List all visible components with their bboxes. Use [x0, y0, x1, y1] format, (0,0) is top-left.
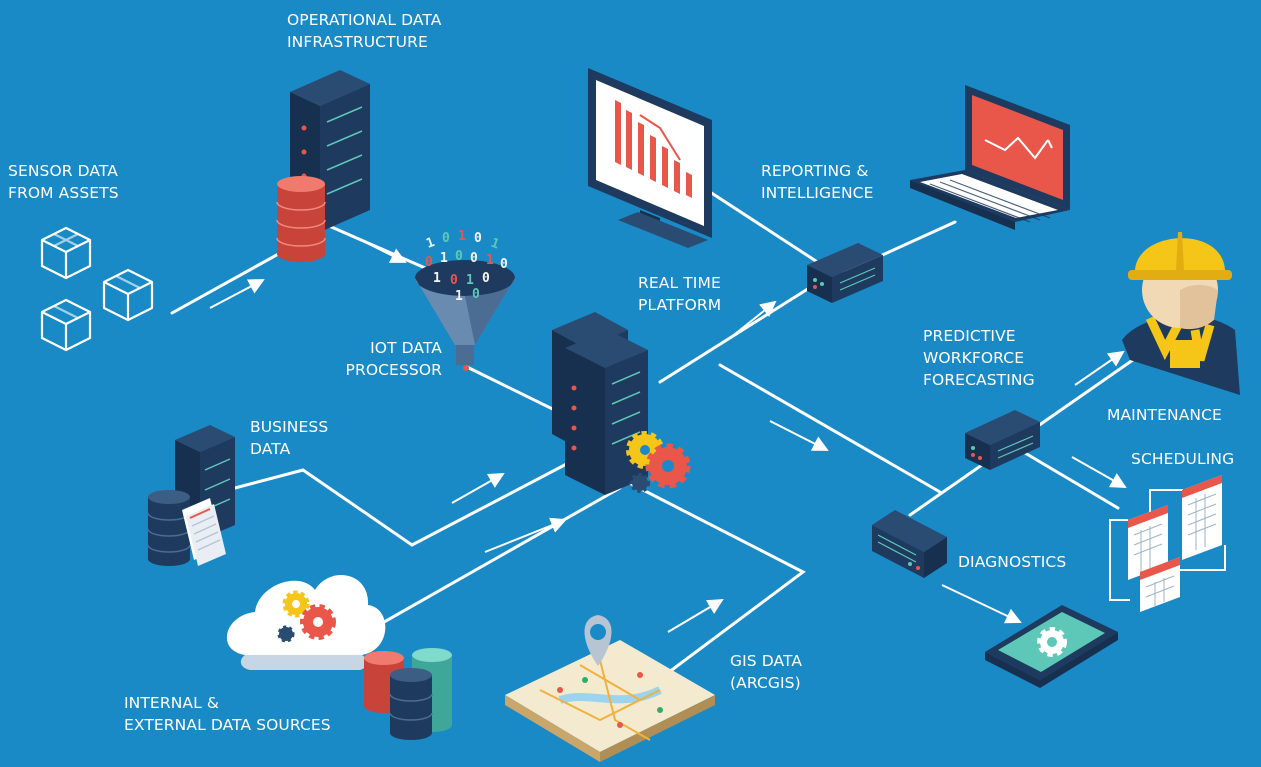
line-internal-to-server: [368, 486, 622, 632]
svg-text:1: 1: [486, 253, 494, 268]
label-reporting: REPORTING &INTELLIGENCE: [761, 162, 874, 202]
central-server-icon: [552, 312, 648, 495]
svg-text:1: 1: [455, 289, 463, 304]
svg-text:1: 1: [458, 229, 466, 244]
binary-data-icon: 1 0 1 0 1 0 1 0 0 1 0 1 0 1 0 1 0: [424, 229, 508, 304]
connector-lines: [170, 190, 1142, 692]
line-monitor-to-switch1: [708, 190, 824, 267]
arrow-internal: [484, 517, 567, 553]
arrow-realtime: [729, 300, 777, 339]
tablet-gear-icon: [985, 605, 1118, 688]
flow-arrows: [209, 237, 1127, 633]
arrow-business: [451, 473, 505, 504]
arrow-to-hub: [769, 420, 829, 451]
location-pin-icon: [584, 615, 612, 666]
funnel-icon: [415, 260, 515, 371]
svg-text:1: 1: [466, 273, 474, 288]
svg-text:0: 0: [482, 271, 490, 286]
svg-text:1: 1: [489, 236, 502, 253]
database-icon: [364, 648, 452, 740]
label-internal-external: INTERNAL &EXTERNAL DATA SOURCES: [124, 694, 331, 734]
arrow-diagnostics: [941, 584, 1022, 624]
svg-text:0: 0: [500, 257, 508, 272]
database-icon: [276, 176, 326, 262]
label-maintenance: MAINTENANCE: [1107, 406, 1222, 424]
svg-text:0: 0: [455, 249, 463, 264]
monitor-chart-icon: [588, 68, 712, 248]
line-server-to-hub: [718, 363, 942, 494]
svg-text:1: 1: [440, 251, 448, 266]
arrow-sensor: [209, 279, 265, 309]
svg-text:0: 0: [470, 251, 478, 266]
label-scheduling: SCHEDULING: [1131, 450, 1235, 468]
svg-text:0: 0: [472, 287, 480, 302]
cubes-icon: [40, 226, 154, 352]
laptop-chart-icon: [910, 85, 1070, 230]
line-sensor-to-ops: [170, 250, 284, 315]
worker-icon: [1122, 232, 1240, 395]
svg-text:0: 0: [450, 273, 458, 288]
line-switch2-to-scheduling: [1023, 451, 1120, 510]
line-business-to-server: [233, 446, 599, 547]
document-icon: [182, 498, 226, 566]
line-server-to-switch1: [658, 278, 824, 384]
label-diagnostics: DIAGNOSTICS: [958, 553, 1067, 571]
network-switch-icon: [965, 410, 1040, 470]
svg-text:0: 0: [474, 231, 482, 246]
line-gis-to-server: [608, 471, 806, 692]
arrow-scheduling: [1071, 456, 1127, 488]
svg-text:0: 0: [425, 255, 433, 270]
calendar-grid-icon: [1109, 475, 1226, 612]
network-switch-icon: [807, 243, 883, 303]
label-gis-data: GIS DATA(ARCGIS): [730, 652, 803, 692]
gears-icon: [626, 431, 691, 493]
svg-text:1: 1: [433, 271, 441, 286]
network-switch-icon: [872, 510, 947, 578]
arrow-maintenance: [1074, 350, 1125, 386]
map-icon: [505, 640, 715, 762]
database-icon: [147, 490, 191, 566]
svg-text:1: 1: [424, 235, 437, 252]
svg-text:0: 0: [442, 231, 450, 246]
cloud-icon: [226, 574, 386, 670]
arrow-gis: [667, 598, 724, 633]
arrow-ops-iot: [356, 237, 407, 263]
